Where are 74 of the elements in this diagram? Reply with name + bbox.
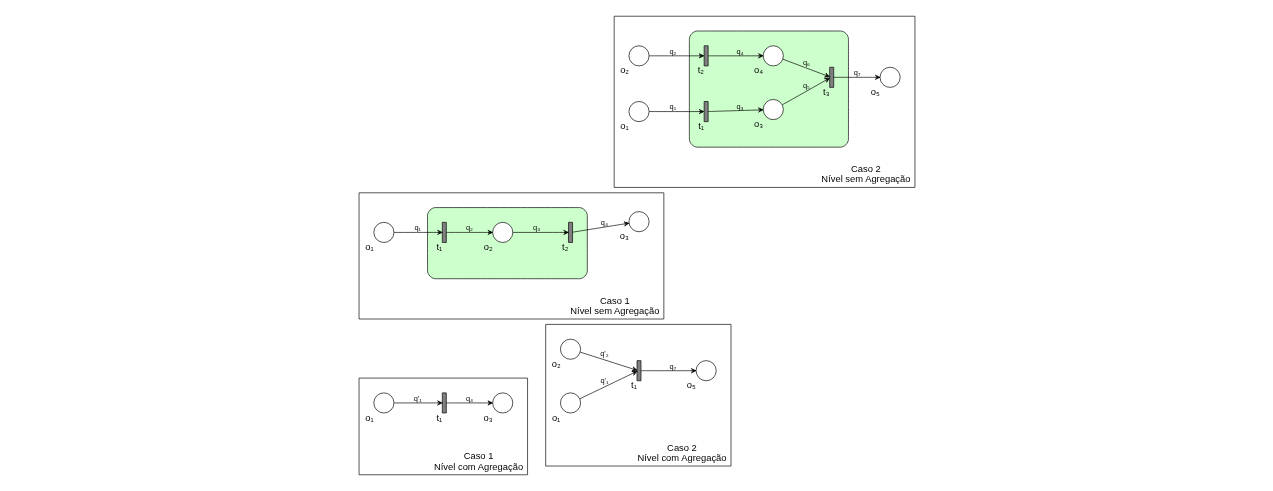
arrow — [445, 229, 493, 235]
edge-label: q₆ — [802, 58, 810, 68]
node-circle — [373, 392, 394, 414]
edge-label: q₄ — [600, 217, 608, 227]
node-label: o₂ — [483, 241, 493, 252]
node-circle — [559, 392, 581, 414]
node-label: o₂ — [619, 64, 629, 76]
node-label: o₂ — [551, 357, 561, 369]
node-circle — [373, 222, 394, 243]
node-label: t₃ — [822, 85, 830, 97]
node-circle — [762, 99, 784, 120]
arrow — [445, 400, 493, 406]
node-label: o₃ — [482, 411, 492, 423]
arrow — [707, 53, 763, 59]
node-label: t₁ — [697, 120, 704, 132]
node-label: t₁ — [630, 379, 637, 391]
edge-label: q'₂ — [599, 349, 609, 359]
arrow — [512, 229, 569, 235]
node-circle — [762, 45, 784, 67]
edge-label: q₂ — [668, 46, 676, 56]
arrow — [571, 221, 629, 233]
node-bar — [828, 66, 834, 88]
arrow — [648, 53, 704, 59]
arrow — [648, 109, 704, 114]
node-circle — [559, 338, 581, 360]
node-bar — [441, 222, 447, 243]
node-circle — [628, 211, 649, 233]
arrow — [579, 371, 637, 400]
node-bar — [636, 360, 641, 382]
cluster — [688, 30, 849, 148]
node-circle — [491, 222, 513, 243]
node-label: t₁ — [435, 241, 442, 252]
arrow — [393, 400, 443, 406]
node-label: o₃ — [619, 230, 629, 242]
cluster — [426, 207, 588, 280]
node-circle — [695, 360, 717, 382]
node-circle — [628, 101, 649, 122]
edge-label: q₄ — [735, 46, 744, 56]
node-circle — [491, 392, 513, 414]
edge-label: q₇ — [669, 361, 676, 371]
node-label: t₁ — [435, 411, 442, 423]
node-label: o₃ — [753, 118, 763, 130]
edge-label: q₁ — [669, 102, 676, 112]
node-label: o₁ — [619, 120, 629, 132]
node-circle — [879, 66, 900, 88]
node-label: t₂ — [561, 241, 568, 252]
node-label: t₂ — [697, 64, 704, 76]
edge-label: q₁ — [414, 223, 421, 233]
edge-label: q'₁ — [413, 393, 422, 403]
edge-label: q'₁ — [599, 375, 608, 385]
node-bar — [703, 45, 708, 67]
arrow — [579, 351, 637, 372]
arrow — [707, 107, 763, 113]
node-label: o₅ — [870, 85, 880, 97]
arrow — [781, 77, 830, 106]
node-bar — [441, 392, 447, 414]
edge-label: q₅ — [802, 80, 810, 90]
node-circle — [628, 45, 649, 67]
node-label: o₁ — [364, 241, 374, 252]
edge-label: q₄ — [465, 393, 473, 403]
edge-label: q₃ — [736, 101, 744, 111]
node-label: o₄ — [753, 64, 763, 76]
node-label: o₁ — [551, 411, 560, 423]
edge-label: q₇ — [853, 68, 861, 78]
node-bar — [703, 101, 708, 122]
edge-label: q₂ — [465, 223, 473, 233]
node-label: o₁ — [364, 411, 374, 423]
arrow — [782, 58, 830, 78]
arrow — [393, 229, 443, 235]
node-bar — [567, 222, 573, 243]
arrow — [832, 74, 880, 80]
edge-label: q₃ — [532, 223, 540, 233]
node-label: o₅ — [686, 379, 696, 391]
arrow — [640, 368, 696, 374]
